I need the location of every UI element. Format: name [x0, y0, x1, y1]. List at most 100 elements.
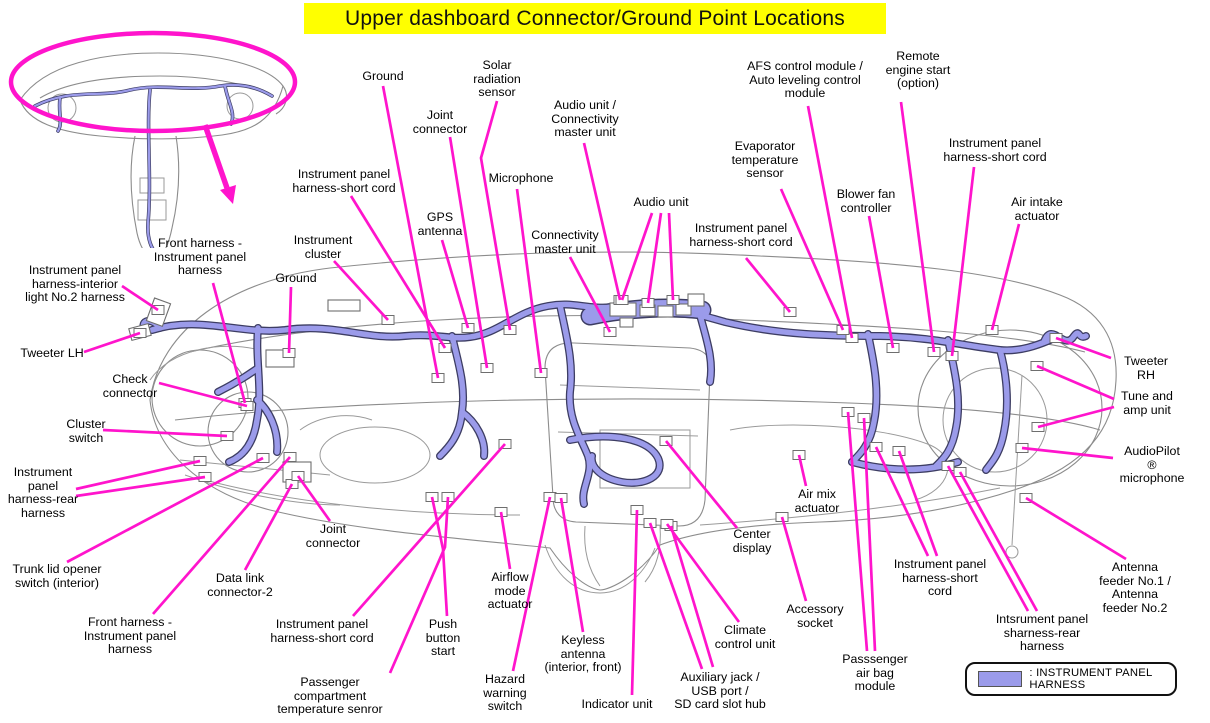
leader-line [646, 212, 663, 304]
leader-line [779, 188, 845, 331]
label-auxiliary-jack-usb-sd: Auxiliary jack / USB port / SD card slot… [674, 670, 766, 712]
leader-line [381, 85, 440, 379]
label-blower-fan-controller: Blower fan controller [836, 187, 896, 215]
label-instrument-cluster: Instrument cluster [293, 233, 353, 261]
leader-line-layer [66, 85, 1127, 696]
leader-line [499, 511, 512, 570]
leader-line [897, 450, 939, 557]
label-audio-unit-connectivity-master: Audio unit / Connectivity master unit [551, 98, 619, 140]
label-ground-left: Ground [275, 271, 317, 285]
leader-line [867, 215, 895, 349]
leader-line [1025, 496, 1127, 561]
leader-line [333, 260, 389, 321]
label-ip-sharness-rear-harness: Intsrument panel sharness-rear harness [995, 612, 1089, 654]
leader-line [75, 459, 201, 491]
leader-line [669, 525, 715, 668]
leader-line [620, 212, 654, 301]
label-microphone: Microphone [488, 171, 554, 185]
leader-line [430, 496, 449, 617]
legend: : INSTRUMENT PANEL HARNESS [965, 662, 1177, 696]
label-ip-harness-short-cord-top-mid: Instrument panel harness-short cord [689, 221, 793, 249]
leader-line [388, 496, 450, 674]
leader-line [744, 257, 792, 313]
leader-line [630, 509, 639, 696]
label-center-display: Center display [732, 527, 772, 555]
label-keyless-antenna: Keyless antenna (interior, front) [544, 633, 622, 675]
harness-color-swatch [978, 671, 1023, 687]
label-joint-connector-bottom: Joint connector [305, 522, 361, 550]
leader-line [1055, 336, 1112, 360]
label-accessory-socket: Accessory socket [786, 602, 844, 630]
leader-line [667, 212, 675, 301]
label-ip-harness-short-cord-top-right: Instrument panel harness-short cord [943, 136, 1047, 164]
leader-line [862, 417, 877, 652]
label-evaporator-temp-sensor: Evaporator temperature sensor [731, 139, 799, 181]
leader-line [287, 286, 293, 354]
label-ip-harness-rear-harness: Instrument panel harness-rear harness [7, 465, 79, 520]
leader-line [102, 428, 228, 438]
leader-line [874, 446, 930, 557]
label-tweeter-rh: Tweeter RH [1123, 354, 1169, 382]
label-connectivity-master-unit: Connectivity master unit [531, 228, 599, 256]
leader-line [515, 188, 543, 374]
leader-line [121, 284, 159, 312]
leader-line [582, 142, 622, 301]
leader-line [946, 465, 1030, 612]
leader-line [511, 496, 552, 672]
leader-line [440, 239, 470, 329]
leader-line [479, 100, 512, 331]
label-front-harness-ip-harness-top: Front harness - Instrument panel harness [153, 236, 247, 278]
legend-label: : INSTRUMENT PANEL HARNESS [1029, 667, 1153, 691]
leader-line [568, 256, 612, 333]
leader-line [75, 475, 206, 498]
label-antenna-feeder: Antenna feeder No.1 / Antenna feeder No.… [1099, 560, 1171, 615]
leader-line [806, 105, 854, 339]
leader-line [83, 331, 141, 354]
inset-pointer-arrow [202, 124, 236, 204]
leader-line [448, 136, 489, 369]
label-push-button-start: Push button start [425, 617, 461, 659]
leader-line [1036, 364, 1115, 401]
leader-line [899, 101, 936, 353]
label-audio-unit: Audio unit [633, 195, 689, 209]
leader-line [1021, 446, 1114, 460]
leader-line [158, 381, 248, 408]
leader-line [66, 456, 264, 564]
label-cluster-switch: Cluster switch [66, 417, 106, 445]
leader-line [665, 523, 741, 623]
leader-line [296, 475, 332, 522]
label-ground-top: Ground [362, 69, 404, 83]
label-tune-and-amp-unit: Tune and amp unit [1121, 389, 1173, 417]
label-air-mix-actuator: Air mix actuator [794, 487, 840, 515]
label-remote-engine-start: Remote engine start (option) [885, 49, 951, 91]
label-front-harness-ip-harness-bottom: Front harness - Instrument panel harness [83, 615, 177, 657]
leader-line [211, 282, 247, 404]
label-indicator-unit: Indicator unit [581, 697, 653, 711]
leader-line [648, 522, 704, 670]
label-joint-connector-top: Joint connector [412, 108, 468, 136]
label-ip-harness-short-cord-top-left: Instrument panel harness-short cord [292, 167, 396, 195]
label-trunk-lid-opener-switch: Trunk lid opener switch (interior) [12, 562, 102, 590]
label-passenger-air-bag-module: Passsenger air bag module [842, 652, 908, 694]
label-ip-harness-interior-light: Instrument panel harness-interior light … [25, 263, 125, 305]
label-climate-control-unit: Climate control unit [714, 623, 776, 651]
label-passenger-compartment-temp-sensor: Passenger compartment temperature senror [277, 675, 383, 717]
leader-line [958, 471, 1039, 612]
leader-line [780, 516, 808, 602]
inset-overview-drawing [8, 30, 298, 248]
label-ip-harness-short-cord-bottom-left: Instrument panel harness-short cord [270, 617, 374, 645]
label-airflow-mode-actuator: Airflow mode actuator [487, 570, 533, 612]
inset-highlight-ellipse [8, 30, 298, 134]
leader-line [950, 166, 976, 357]
leader-line [151, 456, 292, 615]
leader-line [349, 195, 447, 349]
label-tweeter-lh: Tweeter LH [20, 346, 84, 360]
label-ip-harness-short-cord-bottom-right: Instrument panel harness-short cord [893, 557, 987, 599]
leader-line [351, 443, 507, 617]
label-data-link-connector-2: Data link connector-2 [207, 571, 273, 599]
leader-line [1037, 405, 1115, 429]
leader-line [664, 440, 739, 529]
label-check-connector: Check connector [102, 372, 158, 400]
page-title: Upper dashboard Connector/Ground Point L… [304, 3, 886, 34]
